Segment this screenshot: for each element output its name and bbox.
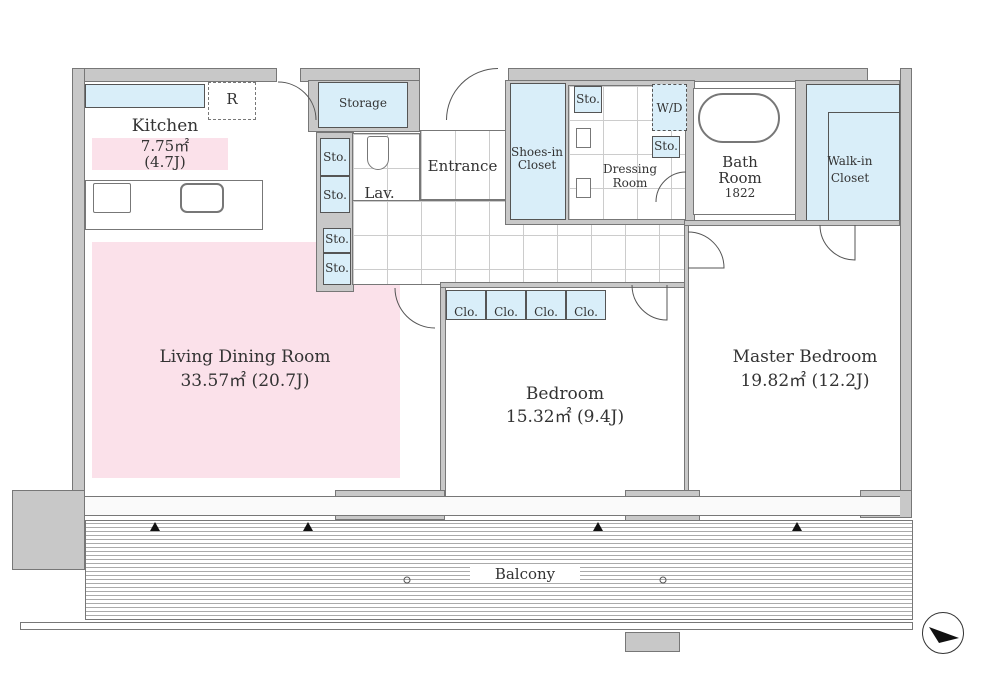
sto-closet-1 (320, 138, 350, 176)
dressing-label-2: Room (612, 176, 648, 190)
bath-label-1: Bath (722, 153, 758, 171)
entrance-label: Entrance (427, 157, 498, 175)
master-area: 19.82㎡ (12.2J) (740, 371, 870, 391)
sto-closet-3 (323, 228, 351, 253)
sto-dressing-label-1: Sto. (576, 92, 600, 106)
window-band (85, 496, 900, 516)
kitchen-counter-back (85, 84, 205, 108)
bath-label-2: Room (718, 169, 762, 187)
sto-label-4: Sto. (325, 261, 349, 275)
sink-icon (180, 183, 224, 213)
shoes-label-1: Shoes-in (510, 145, 564, 159)
sto-closet-4 (323, 253, 351, 285)
sto-closet-2 (320, 176, 350, 213)
window-marker-icon (150, 522, 160, 531)
shoes-in-closet (510, 83, 566, 220)
clo-closet-4 (566, 290, 606, 320)
walkin-label-2: Closet (830, 171, 870, 185)
ldr-area: 33.57㎡ (20.7J) (180, 371, 310, 391)
washer-dryer-space (652, 84, 687, 131)
door-swing (819, 224, 856, 261)
clo-closet-3 (526, 290, 566, 320)
clo-closet-2 (486, 290, 526, 320)
balcony-rail (20, 622, 913, 630)
walk-in-closet-inner (828, 112, 900, 221)
balcony-label: Balcony (470, 565, 580, 584)
entrance (420, 130, 508, 200)
walkin-label-1: Walk-in (827, 154, 873, 168)
door-swing (655, 171, 687, 203)
clo-closet-1 (446, 290, 486, 320)
sto-label-1: Sto. (323, 150, 347, 164)
toilet-icon (367, 136, 389, 170)
storage-label: Storage (339, 96, 387, 110)
bathtub-icon (698, 93, 780, 143)
shoes-label-2: Closet (517, 158, 557, 172)
sto-label-2: Sto. (323, 188, 347, 202)
compass-icon (922, 612, 964, 654)
sto-dressing-1 (574, 86, 602, 113)
dressing-label-1: Dressing (602, 162, 658, 176)
storage (318, 82, 408, 128)
vanity-basin-1 (576, 128, 591, 148)
kitchen-area: 7.75㎡ (140, 137, 190, 155)
drain-icon (403, 576, 411, 584)
kitchen-island (85, 180, 263, 230)
bath-size: 1822 (724, 186, 756, 200)
refrigerator-label: R (226, 90, 238, 108)
clo-label-1: Clo. (454, 305, 478, 319)
sto-label-3: Sto. (325, 232, 349, 246)
kitchen-name: Kitchen (131, 116, 199, 136)
window-marker-icon (303, 522, 313, 531)
wall-master-top (684, 220, 900, 226)
vanity-basin-2 (576, 178, 591, 198)
clo-label-3: Clo. (534, 305, 558, 319)
stove-icon (93, 183, 131, 213)
bedroom-name: Bedroom (525, 384, 605, 404)
window-marker-icon (593, 522, 603, 531)
bedroom-area: 15.32㎡ (9.4J) (505, 407, 625, 427)
drain-box (625, 632, 680, 652)
kitchen-area-highlight (92, 138, 228, 170)
wall-bedroom-top (440, 282, 685, 288)
master-name: Master Bedroom (732, 347, 878, 367)
sto-dressing-2 (652, 136, 680, 158)
kitchen-jo: (4.7J) (144, 153, 186, 171)
drain-icon (659, 576, 667, 584)
clo-label-2: Clo. (494, 305, 518, 319)
refrigerator-space (208, 82, 256, 120)
door-swing (277, 81, 317, 121)
wall-pillar-left (12, 490, 85, 570)
clo-label-4: Clo. (574, 305, 598, 319)
door-swing (687, 231, 725, 269)
window-marker-icon (792, 522, 802, 531)
sto-dressing-label-2: Sto. (654, 139, 678, 153)
wd-label: W/D (656, 101, 683, 115)
lav-label: Lav. (364, 184, 395, 202)
door-swing (394, 287, 436, 329)
ldr-name: Living Dining Room (159, 347, 331, 367)
door-swing (631, 284, 668, 321)
